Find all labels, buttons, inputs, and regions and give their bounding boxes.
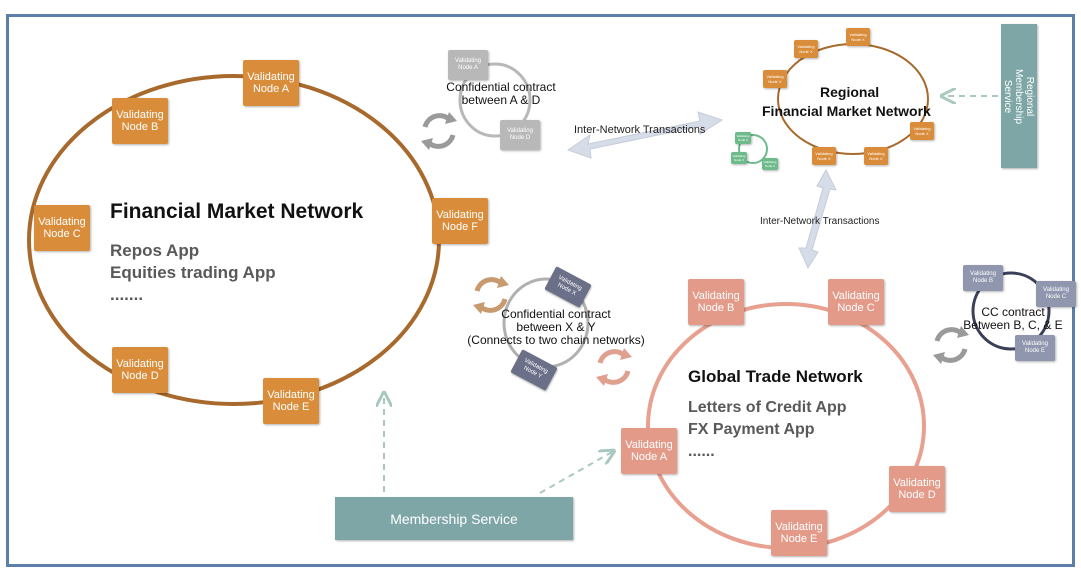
sync-icon-xy-lower: [596, 348, 632, 386]
financial-network-ring: [27, 74, 441, 406]
regional-mini-ring: [738, 134, 768, 164]
fm-node-a: Validating Node A: [243, 60, 299, 106]
regional-green-node-1: Validating Node X: [735, 132, 751, 144]
regional-membership-label: Regional Membership Service: [1002, 68, 1036, 124]
membership-arrow-to-gt: [539, 452, 612, 494]
regional-node-6: Validating Node X: [910, 122, 934, 140]
inter-network-arrow-2: [798, 168, 837, 270]
regional-green-node-3: Validating Node X: [762, 158, 778, 170]
inter-network-label-1: Inter-Network Transactions: [574, 124, 706, 136]
regional-green-node-2: Validating Node X: [731, 152, 747, 164]
inter-network-label-2: Inter-Network Transactions: [760, 216, 880, 227]
cc-contract-label: CC contract Between B, C, & E: [963, 305, 1063, 332]
gt-node-c: Validating Node C: [828, 279, 884, 325]
cc-contract-ring: [971, 271, 1051, 351]
fm-node-e: Validating Node E: [263, 378, 319, 424]
gt-node-d: Validating Node D: [889, 466, 945, 512]
contract-ad-label: Confidential contract between A & D: [446, 80, 556, 107]
fm-node-d: Validating Node D: [112, 347, 168, 393]
inter-network-arrow-1: [566, 111, 724, 159]
gt-app-loc: Letters of Credit App: [688, 399, 847, 416]
fm-app-repos: Repos App: [110, 241, 200, 260]
cc-node-b: Validating Node B: [963, 265, 1003, 291]
sync-icon-xy-upper: [473, 276, 509, 314]
gt-node-a: Validating Node A: [621, 428, 677, 474]
fm-node-c: Validating Node C: [34, 205, 90, 251]
regional-node-3: Validating Node X: [763, 70, 787, 88]
regional-membership-service: Regional Membership Service: [1001, 24, 1037, 168]
regional-node-1: Validating Node X: [846, 28, 870, 46]
gt-node-e: Validating Node E: [771, 510, 827, 556]
global-trade-title: Global Trade Network: [688, 367, 863, 386]
contract-ad-node-a: Validating Node A: [448, 50, 488, 80]
contract-ad-node-d: Validating Node D: [500, 120, 540, 150]
fm-app-more: .......: [110, 285, 144, 304]
gt-node-b: Validating Node B: [688, 279, 744, 325]
regional-node-5: Validating Node X: [864, 147, 888, 165]
regional-title-line1: Regional: [820, 84, 880, 100]
gt-app-more: ......: [688, 443, 715, 460]
gt-app-fx: FX Payment App: [688, 421, 815, 438]
membership-service-box: Membership Service: [335, 497, 573, 540]
financial-network-title: Financial Market Network: [110, 200, 364, 223]
regional-title-line2: Financial Market Network: [762, 103, 931, 119]
contract-xy-label: Confidential contract between X & Y (Con…: [467, 307, 645, 347]
sync-icon-cc: [933, 326, 969, 364]
cc-node-c: Validating Node C: [1036, 281, 1076, 307]
cc-node-e: Validating Node E: [1015, 335, 1055, 361]
regional-node-4: Validating Node X: [812, 147, 836, 165]
fm-app-equities: Equities trading App: [110, 263, 276, 282]
fm-node-f: Validating Node F: [432, 198, 488, 244]
sync-icon-ad: [421, 112, 457, 150]
fm-node-b: Validating Node B: [112, 98, 168, 144]
regional-node-2: Validating Node X: [794, 40, 818, 58]
contract-ad-ring: [458, 62, 532, 138]
